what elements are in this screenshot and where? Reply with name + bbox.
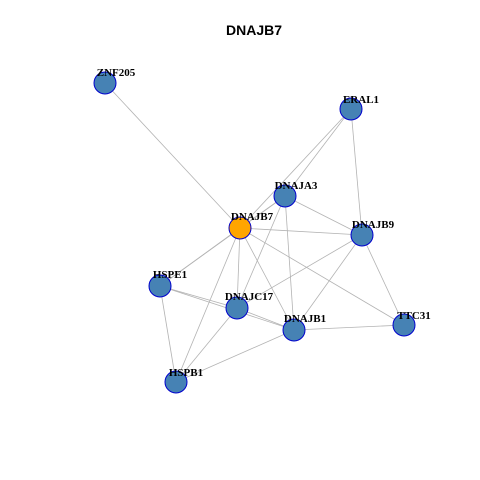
edge-znf205-dnajb7 xyxy=(104,82,241,229)
edge-eral1-dnajb9 xyxy=(350,108,363,236)
node-dnajb9[interactable] xyxy=(350,223,374,247)
edge-dnajb1-hspb1 xyxy=(175,329,295,383)
edge-dnajb7-hspb1 xyxy=(175,227,241,383)
edge-dnajb7-dnajb9 xyxy=(239,227,363,236)
edge-eral1-dnajb7 xyxy=(239,108,352,229)
node-hspb1[interactable] xyxy=(164,370,188,394)
edge-eral1-dnaja3 xyxy=(284,108,352,197)
node-label-dnajb7: DNAJB7 xyxy=(231,211,274,223)
label-layer: DNAJB7 ZNF205ERAL1DNAJA3DNAJB9HSPE1DNAJC1… xyxy=(97,67,431,379)
edge-dnajc17-hspb1 xyxy=(175,307,238,383)
edge-dnajb9-ttc31 xyxy=(361,234,405,326)
edge-dnajb1-ttc31 xyxy=(293,324,405,331)
edge-dnajb9-dnajb1 xyxy=(293,234,363,331)
node-znf205[interactable] xyxy=(93,71,117,95)
node-label-dnaja3: DNAJA3 xyxy=(275,180,318,192)
node-dnajb1[interactable] xyxy=(282,318,306,342)
node-ttc31[interactable] xyxy=(392,313,416,337)
node-label-eral1: ERAL1 xyxy=(343,94,379,106)
node-label-znf205: ZNF205 xyxy=(97,67,136,79)
edge-dnajb9-dnajc17 xyxy=(236,234,363,309)
edge-dnajb7-dnajb1 xyxy=(239,227,295,331)
node-eral1[interactable] xyxy=(339,97,363,121)
edge-hspe1-hspb1 xyxy=(159,285,177,383)
node-dnajb7[interactable] xyxy=(228,216,252,240)
node-label-ttc31: TTC31 xyxy=(397,310,431,322)
edge-hspe1-dnajc17 xyxy=(159,285,238,309)
edge-dnaja3-dnajb1 xyxy=(284,195,295,331)
edge-dnaja3-dnajc17 xyxy=(236,195,286,309)
node-label-dnajc17: DNAJC17 xyxy=(225,291,274,303)
node-label-dnajb9: DNAJB9 xyxy=(352,219,395,231)
node-hspe1[interactable] xyxy=(148,274,172,298)
edge-dnajb7-hspe1 xyxy=(159,227,241,287)
edge-dnaja3-dnajb9 xyxy=(284,195,363,236)
node-dnaja3[interactable] xyxy=(273,184,297,208)
node-label-hspe1: HSPE1 xyxy=(153,269,187,281)
node-label-hspb1: HSPB1 xyxy=(169,367,203,379)
edge-layer xyxy=(104,82,405,383)
edge-dnajb7-dnajc17 xyxy=(236,227,241,309)
node-label-dnajb1: DNAJB1 xyxy=(284,313,326,325)
node-dnajc17[interactable] xyxy=(225,296,249,320)
graph-title: DNAJB7 xyxy=(226,22,282,38)
node-layer xyxy=(93,71,416,394)
edge-dnajb7-ttc31 xyxy=(239,227,405,326)
